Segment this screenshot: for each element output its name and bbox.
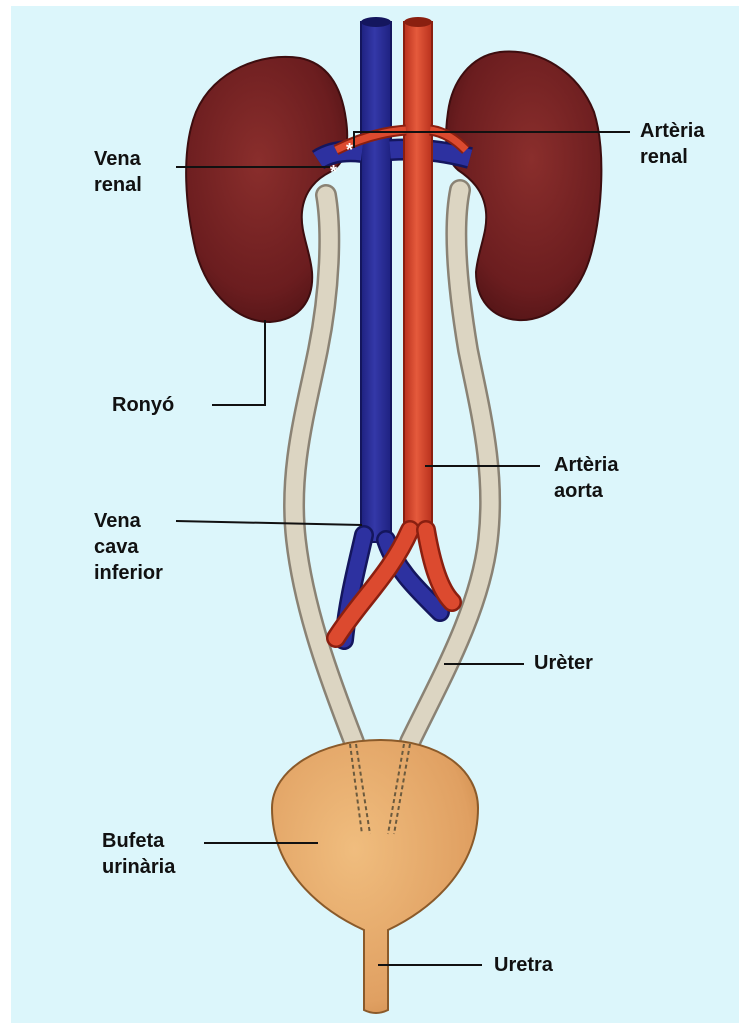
label-uretra: Uretra	[494, 952, 553, 978]
star-marker-1: *	[346, 140, 353, 160]
urinary-bladder	[272, 740, 478, 1013]
label-arteria-renal: Artèria renal	[640, 118, 704, 170]
label-vena-cava-inferior: Vena cava inferior	[94, 508, 163, 586]
label-ronyo: Ronyó	[112, 392, 174, 418]
label-vena-renal: Vena renal	[94, 146, 142, 198]
label-arteria-aorta: Artèria aorta	[554, 452, 618, 504]
star-marker-2: *	[330, 162, 337, 182]
label-ureter: Urèter	[534, 650, 593, 676]
label-bufeta-urinaria: Bufeta urinària	[102, 828, 175, 880]
